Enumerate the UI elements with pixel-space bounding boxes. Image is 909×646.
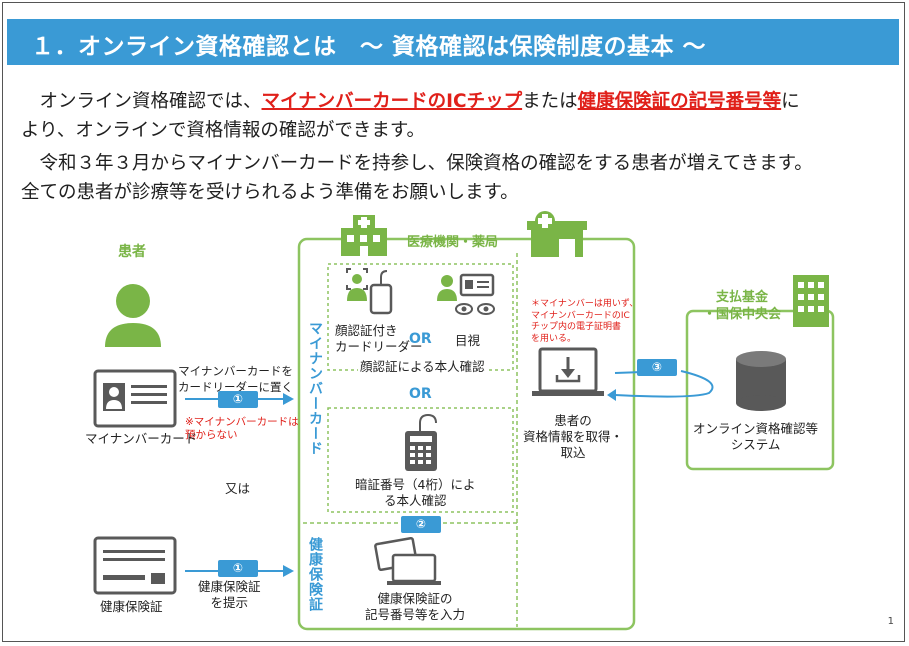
mynumber-card-label: マイナンバーカード xyxy=(85,431,198,446)
system-label: オンライン資格確認等 システム xyxy=(693,421,819,452)
face-reader-label: 顔認証付き カードリーダー xyxy=(335,323,423,354)
face-auth-box xyxy=(327,263,514,371)
fund-box xyxy=(685,309,835,471)
facility-box xyxy=(297,237,636,631)
ic-chip-note: ＊マイナンバーは用いず、 マイナンバーカードのIC チップ内の電子証明書 を用い… xyxy=(531,299,639,344)
or-label-1: OR xyxy=(409,331,432,347)
flow-diagram xyxy=(93,211,835,631)
slide-title: １．オンライン資格確認とは ～ 資格確認は保険制度の基本 ～ xyxy=(31,34,707,60)
mynumber-vertical-label: マイナンバーカード xyxy=(307,321,323,456)
step2-badge: ② xyxy=(401,516,441,533)
insurance-vertical-label: 健康保険証 xyxy=(307,537,323,612)
step1-badge-card: ① xyxy=(218,391,258,408)
or-label-2: OR xyxy=(409,386,432,402)
highlight-ic-chip: マイナンバーカードのICチップ xyxy=(261,91,523,112)
face-reader-icon xyxy=(346,268,393,315)
pin-confirm-label: 暗証番号（4桁）によ る本人確認 xyxy=(355,477,476,508)
pharmacy-icon xyxy=(527,211,587,257)
page-number: 1 xyxy=(887,616,894,627)
face-auth-confirm-label: 顔認証による本人確認 xyxy=(358,359,487,375)
hospital-icon xyxy=(341,215,387,256)
notice-line-2: 全ての患者が診療等を受けられるよう準備をお願いします。 xyxy=(21,182,519,203)
intro-line-1: オンライン資格確認では、マイナンバーカードのICチップまたは健康保険証の記号番号… xyxy=(21,87,800,116)
intro-text: または xyxy=(522,91,578,112)
visual-check-label: 目視 xyxy=(455,333,481,348)
insurance-card-label: 健康保険証 xyxy=(100,599,163,614)
building-icon xyxy=(793,275,829,327)
facility-label: 医療機関・薬局 xyxy=(407,235,499,250)
or-label: 又は xyxy=(225,481,251,496)
card-not-kept-note: ※マイナンバーカードは 預からない xyxy=(185,416,299,441)
download-computer-icon xyxy=(532,347,604,396)
insurance-card-icon xyxy=(93,536,177,595)
step3-return-arrow xyxy=(614,370,714,398)
fund-label: 支払基金 ・国保中央会 xyxy=(703,290,782,322)
present-card-label: 健康保険証 を提示 xyxy=(198,579,261,610)
pin-pad-icon xyxy=(405,413,437,471)
highlight-insurance-number: 健康保険証の記号番号等 xyxy=(577,91,782,112)
intro-text: オンライン資格確認では、 xyxy=(21,91,262,112)
place-on-reader-label: マイナンバーカードを カードリーダーに置く xyxy=(178,364,293,394)
intro-text: に xyxy=(781,91,800,112)
notice-line-1: 令和３年３月からマイナンバーカードを持参し、保険資格の確認をする患者が増えてきま… xyxy=(21,153,813,174)
insurance-input-label: 健康保険証の 記号番号等を入力 xyxy=(365,591,466,622)
patient-icon xyxy=(105,284,161,347)
get-info-label: 患者の 資格情報を取得・ 取込 xyxy=(523,413,624,460)
step1-badge-insurance: ① xyxy=(218,560,258,577)
insurance-input-icon xyxy=(374,536,441,585)
step3-badge: ③ xyxy=(637,359,677,376)
patient-label: 患者 xyxy=(118,244,146,260)
title-bar: １．オンライン資格確認とは ～ 資格確認は保険制度の基本 ～ xyxy=(7,19,899,65)
pin-auth-box xyxy=(327,407,514,513)
intro-line-2: より、オンラインで資格情報の確認ができます。 xyxy=(21,120,426,141)
visual-check-icon xyxy=(437,273,495,315)
mynumber-card-icon xyxy=(93,369,177,428)
database-icon xyxy=(736,351,786,411)
